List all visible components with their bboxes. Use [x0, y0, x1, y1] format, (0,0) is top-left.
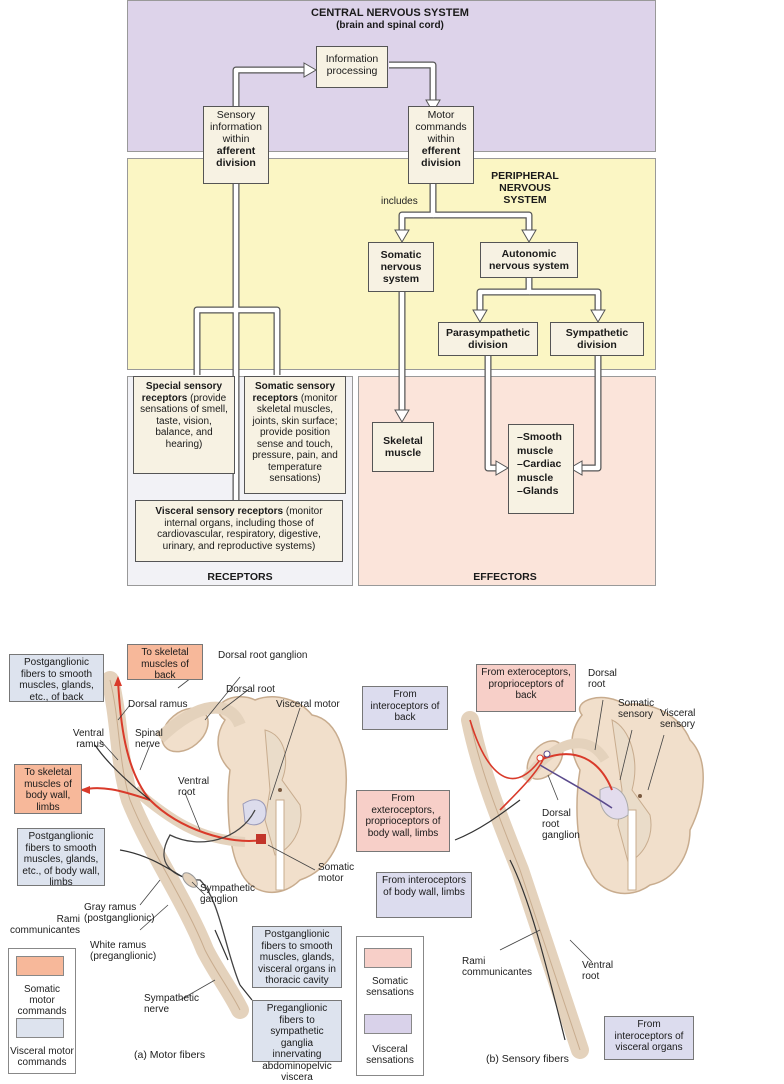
label-white-ramus: White ramus (preganglionic) [90, 940, 157, 962]
tag-preganglionic-abdominal: Preganglionic fibers to sympathetic gang… [252, 1000, 342, 1083]
label-dorsal-root-ganglion-motor: Dorsal root ganglion [218, 650, 308, 661]
visceral-sensory-fiber [539, 764, 613, 809]
pns-line2: NERVOUS [499, 182, 551, 194]
label-ventral-ramus: Ventral ramus [72, 728, 104, 750]
sensory-line1: Sensory [216, 109, 256, 121]
cns-subtitle: (brain and spinal cord) [336, 20, 444, 31]
tag-exteroceptors-back: From exteroceptors, proprioceptors of ba… [476, 664, 576, 712]
legend-label-visceral-sensations: Visceral sensations [366, 1044, 414, 1066]
motor-line2: commands [415, 121, 467, 133]
label-ventral-root-sensory: Ventral root [582, 960, 614, 982]
tag-interoceptors-body: From interoceptors of body wall, limbs [376, 872, 472, 918]
visceral-text: (monitor internal organs, including thos… [157, 506, 323, 552]
tag-skeletal-body: To skeletal muscles of body wall, limbs [14, 764, 82, 814]
motor-bold1: efferent [421, 145, 461, 157]
visceral-bold: Visceral sensory receptors [155, 506, 284, 517]
label-spinal-nerve: Spinal nerve [135, 728, 163, 750]
tag-interoceptors-visceral: From interoceptors of visceral organs [604, 1016, 694, 1060]
tag-skeletal-back: To skeletal muscles of back [127, 644, 203, 681]
caption-sensory-fibers: (b) Sensory fibers [486, 1053, 569, 1065]
legend-swatch-visceral-motor [16, 1018, 64, 1038]
caption-motor-fibers: (a) Motor fibers [134, 1049, 206, 1061]
sympathetic-division-box: Sympathetic division [550, 322, 644, 356]
label-visceral-sensory: Visceral sensory [660, 708, 696, 730]
label-visceral-motor: Visceral motor [276, 699, 340, 710]
effectors-title: EFFECTORS [473, 571, 537, 583]
somatic-sensory-fiber [539, 753, 613, 791]
legend-swatch-somatic-sensations [364, 948, 412, 968]
label-dorsal-root-motor: Dorsal root [226, 684, 275, 695]
cns-title: CENTRAL NERVOUS SYSTEM [311, 7, 469, 19]
legend-label-somatic-motor: Somatic motor commands [17, 984, 67, 1017]
smooth-cardiac-glands-box: –Smooth muscle –Cardiac muscle –Glands [508, 424, 574, 514]
special-sensory-receptors-box: Special sensory receptors (provide sensa… [133, 376, 235, 474]
tag-postganglionic-thoracic: Postganglionic fibers to smooth muscles,… [252, 926, 342, 988]
somatic-sensory-bold: Somatic sensory receptors [252, 381, 336, 404]
legend-label-visceral-motor: Visceral motor commands [10, 1046, 74, 1068]
legend-swatch-somatic-motor [16, 956, 64, 976]
cardiac-muscle-text: –Cardiac muscle [517, 458, 562, 484]
pns-line3: SYSTEM [503, 194, 547, 206]
tag-postganglionic-back: Postganglionic fibers to smooth muscles,… [9, 654, 104, 703]
sensory-bold2: division [216, 157, 256, 169]
somatic-nervous-system-box: Somatic nervous system [368, 242, 434, 292]
label-rami-communicantes-motor: Rami communicantes [10, 914, 81, 936]
legend-swatch-visceral-sensations [364, 1014, 412, 1034]
sensory-spinal-cord [571, 696, 704, 895]
skeletal-muscle-box: Skeletal muscle [372, 422, 434, 472]
tag-exteroceptors-body: From exteroceptors, proprioceptors of bo… [356, 790, 450, 852]
label-sympathetic-ganglion: Sympathetic ganglion [200, 883, 256, 905]
somatic-sensory-receptors-box: Somatic sensory receptors (monitor skele… [244, 376, 346, 494]
special-text: (provide sensations of smell, taste, vis… [140, 392, 228, 450]
label-dorsal-root-sensory: Dorsal root [588, 668, 617, 690]
label-somatic-sensory: Somatic sensory [618, 698, 655, 720]
label-gray-ramus: Gray ramus (postganglionic) [84, 902, 155, 924]
label-ventral-root-motor: Ventral root [178, 776, 210, 798]
pns-title: PERIPHERAL NERVOUS SYSTEM [470, 170, 580, 206]
legend-label-somatic-sensations: Somatic sensations [366, 976, 414, 998]
sensory-afferent-box: Sensory information within afferent divi… [203, 106, 269, 184]
parasympathetic-division-box: Parasympathetic division [438, 322, 538, 356]
glands-text: –Glands [517, 485, 559, 497]
special-bold: Special sensory receptors [141, 381, 223, 404]
flowchart-connectors [193, 61, 606, 500]
motor-spinal-cord [217, 696, 347, 894]
tag-postganglionic-body: Postganglionic fibers to smooth muscles,… [17, 828, 105, 888]
sensory-bold1: afferent [216, 145, 256, 157]
visceral-sensory-receptors-box: Visceral sensory receptors (monitor inte… [135, 500, 343, 562]
motor-efferent-box: Motor commands within efferent division [408, 106, 474, 184]
label-dorsal-root-ganglion-sensory: Dorsal root ganglion [542, 808, 580, 841]
motor-line3: within [427, 133, 455, 145]
smooth-muscle-text: –Smooth muscle [517, 431, 562, 457]
label-somatic-motor: Somatic motor [318, 862, 355, 884]
information-processing-box: Information processing [316, 46, 388, 88]
receptors-title: RECEPTORS [207, 571, 273, 583]
sensory-line3: within [222, 133, 250, 145]
pns-line1: PERIPHERAL [491, 170, 559, 182]
sensory-line2: information [210, 121, 262, 133]
label-dorsal-ramus: Dorsal ramus [128, 699, 188, 710]
label-rami-communicantes-sensory: Rami communicantes [462, 956, 533, 978]
tag-interoceptors-back: From interoceptors of back [362, 686, 448, 730]
autonomic-nervous-system-box: Autonomic nervous system [480, 242, 578, 278]
includes-label: includes [381, 196, 418, 207]
motor-bold2: division [421, 157, 461, 169]
somatic-sensory-text: (monitor skeletal muscles, joints, skin … [252, 392, 338, 485]
motor-line1: Motor [427, 109, 455, 121]
label-sympathetic-nerve: Sympathetic nerve [144, 993, 200, 1015]
